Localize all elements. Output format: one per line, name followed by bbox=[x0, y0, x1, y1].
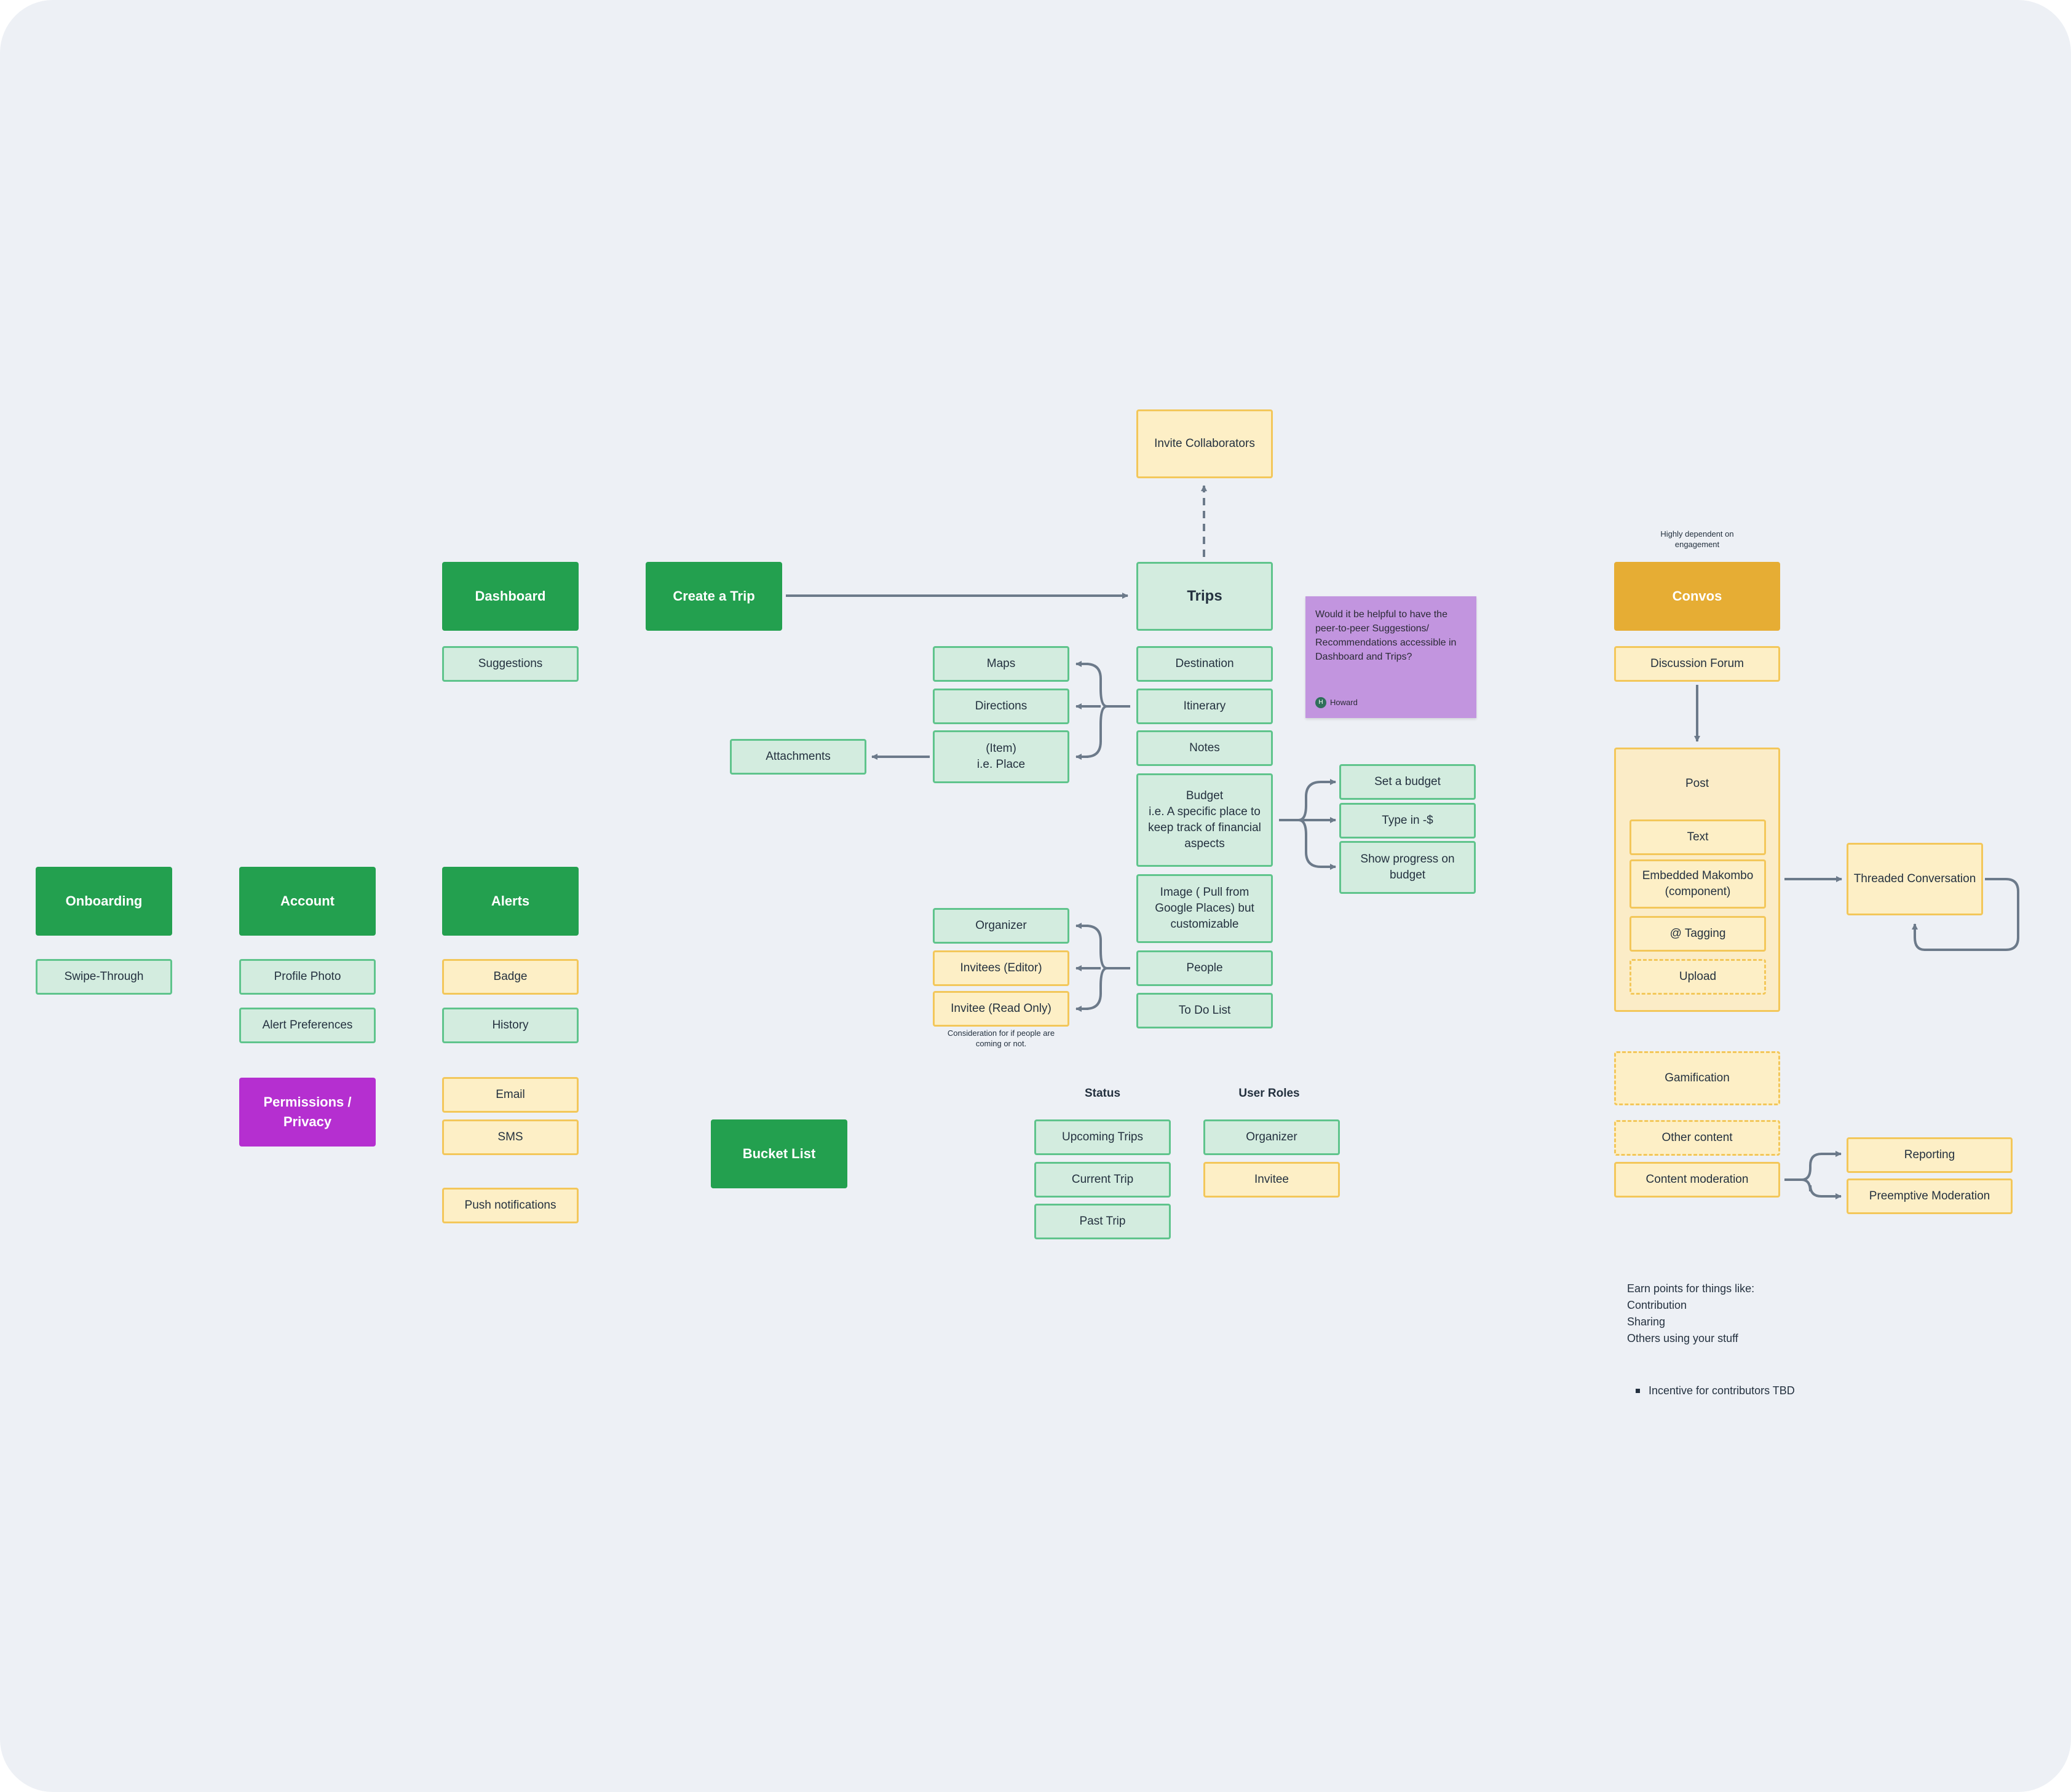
reporting-node[interactable]: Reporting bbox=[1847, 1137, 2013, 1173]
item-place-node[interactable]: (Item) i.e. Place bbox=[933, 730, 1069, 783]
sticky-note[interactable]: Would it be helpful to have the peer-to-… bbox=[1305, 596, 1476, 718]
connector-people-branch bbox=[1077, 925, 1130, 1010]
gamification-node[interactable]: Gamification bbox=[1614, 1051, 1780, 1105]
incentive-bullet: Incentive for contributors TBD bbox=[1636, 1384, 1795, 1397]
current-trip-node[interactable]: Current Trip bbox=[1034, 1162, 1171, 1198]
invitee-readonly-node[interactable]: Invitee (Read Only) bbox=[933, 991, 1069, 1027]
consideration-note: Consideration for if people are coming o… bbox=[947, 1028, 1055, 1048]
notes-node[interactable]: Notes bbox=[1136, 730, 1273, 766]
convos-node[interactable]: Convos bbox=[1614, 562, 1780, 631]
badge-node[interactable]: Badge bbox=[442, 959, 579, 995]
image-node[interactable]: Image ( Pull from Google Places) but cus… bbox=[1136, 874, 1273, 943]
connector-moderation-branch bbox=[1784, 1153, 1832, 1198]
incentive-text: Incentive for contributors TBD bbox=[1649, 1384, 1795, 1397]
alert-preferences-node[interactable]: Alert Preferences bbox=[239, 1008, 376, 1043]
other-content-node[interactable]: Other content bbox=[1614, 1120, 1780, 1156]
notes-line: Others using your stuff bbox=[1627, 1332, 1738, 1344]
connector-threaded-loop bbox=[1912, 878, 2019, 951]
notes-line: Sharing bbox=[1627, 1316, 1666, 1328]
content-moderation-node[interactable]: Content moderation bbox=[1614, 1162, 1780, 1198]
sms-node[interactable]: SMS bbox=[442, 1119, 579, 1155]
trips-node[interactable]: Trips bbox=[1136, 562, 1273, 631]
onboarding-node[interactable]: Onboarding bbox=[36, 867, 172, 936]
permissions-privacy-node[interactable]: Permissions / Privacy bbox=[239, 1078, 376, 1147]
notes-line: Contribution bbox=[1627, 1299, 1687, 1311]
dashboard-node[interactable]: Dashboard bbox=[442, 562, 579, 631]
connector-budget-branch bbox=[1279, 781, 1328, 868]
attachments-node[interactable]: Attachments bbox=[730, 739, 866, 775]
profile-photo-node[interactable]: Profile Photo bbox=[239, 959, 376, 995]
directions-node[interactable]: Directions bbox=[933, 689, 1069, 724]
points-notes: Earn points for things like: Contributio… bbox=[1627, 1281, 1754, 1347]
create-trip-node[interactable]: Create a Trip bbox=[646, 562, 782, 631]
notes-line: Earn points for things like: bbox=[1627, 1282, 1755, 1295]
push-notifications-node[interactable]: Push notifications bbox=[442, 1188, 579, 1223]
invite-collaborators-node[interactable]: Invite Collaborators bbox=[1136, 409, 1273, 478]
type-in-node[interactable]: Type in -$ bbox=[1339, 803, 1476, 839]
swipe-through-node[interactable]: Swipe-Through bbox=[36, 959, 172, 995]
past-trip-node[interactable]: Past Trip bbox=[1034, 1204, 1171, 1239]
people-node[interactable]: People bbox=[1136, 950, 1273, 986]
post-label: Post bbox=[1685, 777, 1709, 790]
invitees-editor-node[interactable]: Invitees (Editor) bbox=[933, 950, 1069, 986]
role-invitee-node[interactable]: Invitee bbox=[1203, 1162, 1340, 1198]
suggestions-node[interactable]: Suggestions bbox=[442, 646, 579, 682]
alerts-node[interactable]: Alerts bbox=[442, 867, 579, 936]
connector-itinerary-branch bbox=[1077, 663, 1130, 758]
history-node[interactable]: History bbox=[442, 1008, 579, 1043]
budget-node[interactable]: Budget i.e. A specific place to keep tra… bbox=[1136, 773, 1273, 867]
threaded-conversation-node[interactable]: Threaded Conversation bbox=[1847, 843, 1983, 915]
discussion-forum-node[interactable]: Discussion Forum bbox=[1614, 646, 1780, 682]
organizer-node[interactable]: Organizer bbox=[933, 908, 1069, 944]
bucket-list-node[interactable]: Bucket List bbox=[711, 1119, 847, 1188]
preemptive-moderation-node[interactable]: Preemptive Moderation bbox=[1847, 1178, 2013, 1214]
sticky-note-text: Would it be helpful to have the peer-to-… bbox=[1315, 609, 1457, 662]
sticky-author: H Howard bbox=[1315, 695, 1358, 709]
maps-node[interactable]: Maps bbox=[933, 646, 1069, 682]
tagging-node[interactable]: @ Tagging bbox=[1629, 916, 1766, 952]
todo-node[interactable]: To Do List bbox=[1136, 993, 1273, 1028]
show-progress-node[interactable]: Show progress on budget bbox=[1339, 841, 1476, 894]
upload-node[interactable]: Upload bbox=[1629, 959, 1766, 995]
destination-node[interactable]: Destination bbox=[1136, 646, 1273, 682]
role-organizer-node[interactable]: Organizer bbox=[1203, 1119, 1340, 1155]
email-node[interactable]: Email bbox=[442, 1077, 579, 1113]
account-node[interactable]: Account bbox=[239, 867, 376, 936]
text-node[interactable]: Text bbox=[1629, 819, 1766, 855]
bullet-dot-icon bbox=[1636, 1389, 1640, 1393]
status-heading: Status bbox=[1084, 1087, 1121, 1100]
user-roles-heading: User Roles bbox=[1238, 1087, 1300, 1100]
itinerary-node[interactable]: Itinerary bbox=[1136, 689, 1273, 724]
upcoming-trips-node[interactable]: Upcoming Trips bbox=[1034, 1119, 1171, 1155]
sticky-author-name: Howard bbox=[1330, 698, 1358, 707]
set-budget-node[interactable]: Set a budget bbox=[1339, 764, 1476, 800]
highly-dependent-note: Highly dependent on engagement bbox=[1660, 529, 1734, 549]
embedded-component-node[interactable]: Embedded Makombo (component) bbox=[1629, 859, 1766, 909]
avatar: H bbox=[1315, 697, 1326, 708]
